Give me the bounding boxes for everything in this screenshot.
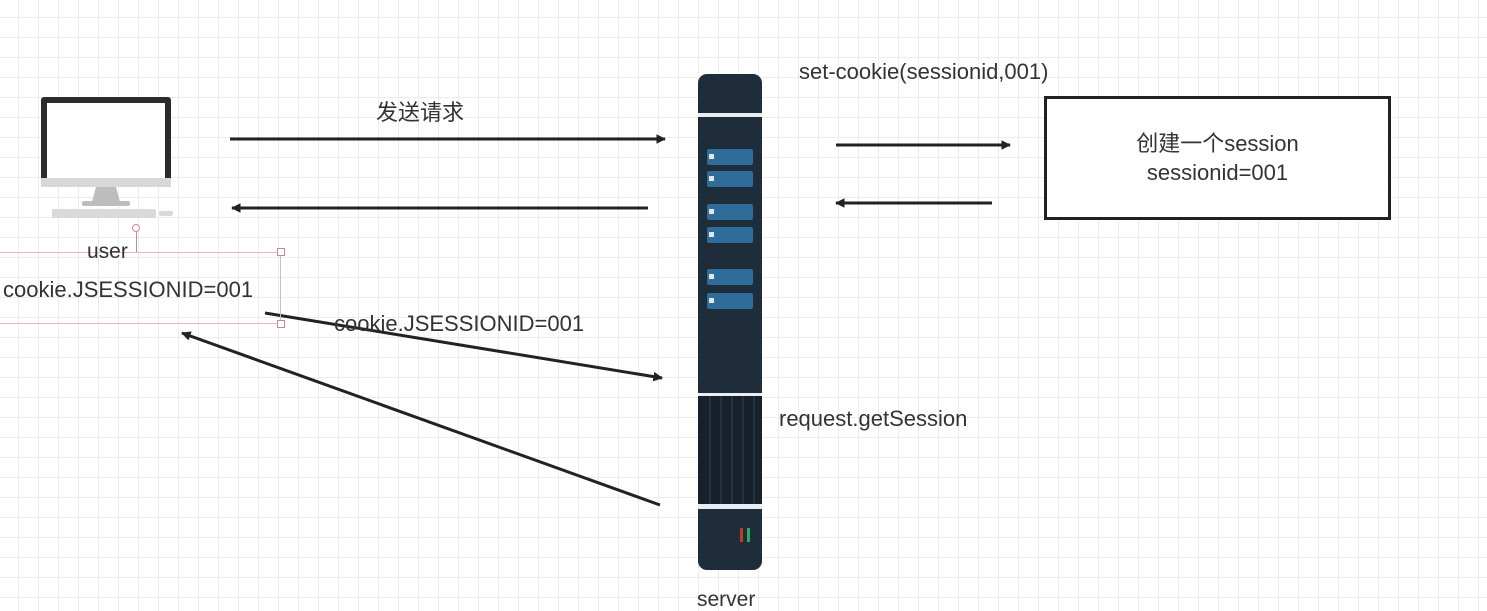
selection-handle-top-right[interactable] <box>277 248 285 256</box>
arrow-server-back-to-user <box>181 331 661 507</box>
send-request-label: 发送请求 <box>376 100 465 125</box>
cookie-request-label: cookie.JSESSIONID=001 <box>334 311 585 336</box>
desktop-computer-icon <box>41 97 173 218</box>
server-label: server <box>697 588 756 611</box>
user-cookie-label: cookie.JSESSIONID=001 <box>3 277 254 302</box>
session-box-line2: sessionid=001 <box>1146 160 1289 185</box>
server-rack-icon <box>698 74 762 570</box>
arrow-cookie-request-to-server <box>264 311 663 382</box>
get-session-label: request.getSession <box>779 406 968 431</box>
session-box[interactable]: 创建一个session sessionid=001 <box>1044 96 1391 220</box>
selection-rotate-stem <box>136 232 137 252</box>
set-cookie-label: set-cookie(sessionid,001) <box>799 59 1049 84</box>
user-label: user <box>87 240 128 263</box>
user-cookie-selection-box[interactable] <box>0 252 281 324</box>
session-box-line1: 创建一个session <box>1136 131 1299 156</box>
selection-handle-top[interactable] <box>132 224 140 232</box>
selection-handle-bottom-right[interactable] <box>277 320 285 328</box>
